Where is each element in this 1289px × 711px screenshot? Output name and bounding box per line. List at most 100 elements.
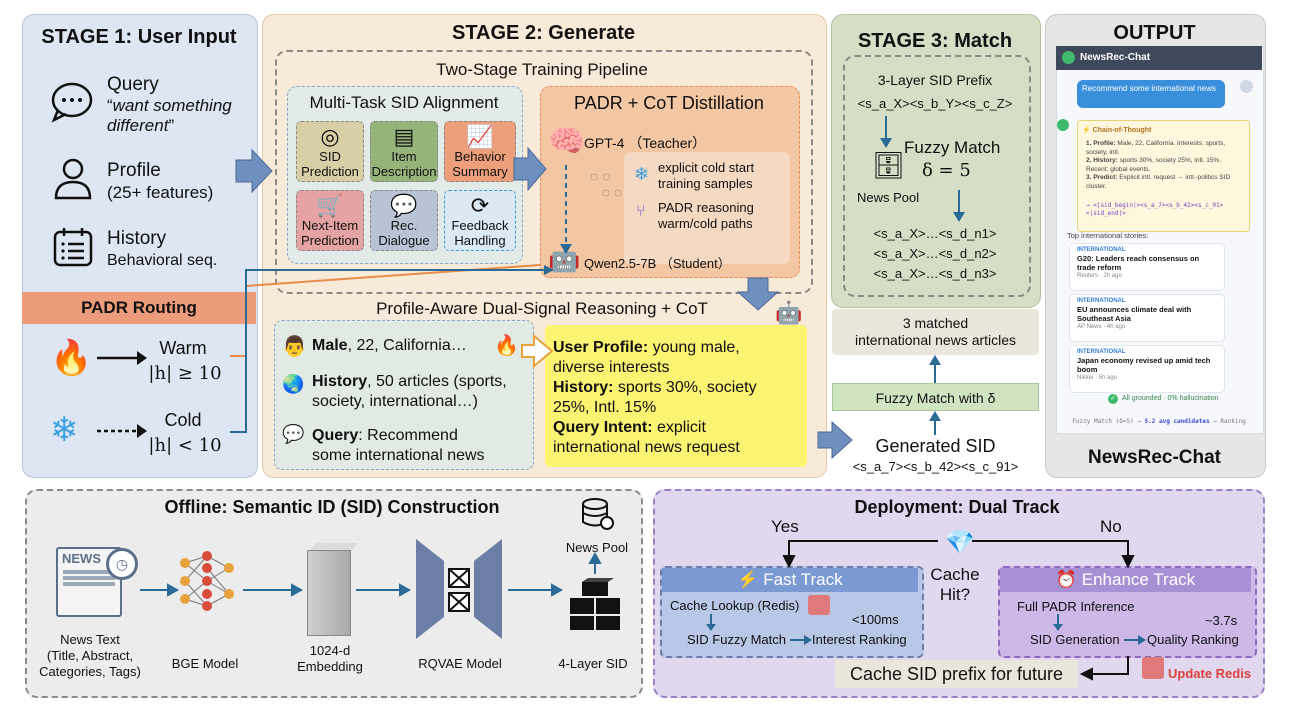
newspaper-masthead: NEWS bbox=[62, 551, 101, 566]
candidate-2: <s_a_X>…<s_d_n3> bbox=[873, 266, 997, 281]
bot-avatar bbox=[1057, 119, 1069, 131]
delta-value: δ = 5 bbox=[922, 160, 971, 181]
padr-routing-bar: PADR Routing bbox=[22, 292, 256, 324]
deploy-title: Deployment: Dual Track bbox=[854, 497, 1060, 517]
news-text-3: Categories, Tags) bbox=[39, 664, 141, 679]
enhance-track-header bbox=[1000, 568, 1251, 592]
cold-label: Cold bbox=[164, 410, 202, 430]
hist-bold: History bbox=[312, 373, 368, 390]
query-text-line2: different bbox=[107, 116, 169, 135]
cot-1: Male, 22, California. Interests: sports,… bbox=[1086, 140, 1226, 156]
up-arrow-1 bbox=[929, 355, 941, 383]
cold-samples-line2: training samples bbox=[658, 176, 753, 191]
query-text-line1: want something bbox=[112, 96, 232, 115]
profile-sub: (25+ features) bbox=[107, 183, 214, 202]
news-text-label: News Text(Title, Abstract,Categories, Ta… bbox=[25, 632, 155, 680]
task-tile-0-line1: SID bbox=[319, 149, 341, 164]
fast-rank: Interest Ranking bbox=[812, 632, 907, 647]
student-label: Qwen2.5-7B （Student） bbox=[584, 256, 731, 271]
history-rest-2: 25%, Intl. 15% bbox=[553, 399, 657, 416]
prefix-title: 3-Layer SID Prefix bbox=[877, 72, 993, 88]
cot-sid: → <|sid_begin|><s_a_7><s_b_42><s_c_91><|… bbox=[1086, 202, 1224, 217]
person-icon bbox=[54, 158, 92, 200]
history-label: History bbox=[107, 228, 167, 249]
robot-icon: 🤖 bbox=[548, 243, 581, 273]
fire-icon: 🔥 bbox=[50, 339, 93, 377]
bolt-icon: ⚡ bbox=[737, 570, 759, 589]
news-pool-label: News Pool bbox=[857, 190, 920, 205]
query-bold: Query bbox=[312, 427, 359, 444]
fast-lookup: Cache Lookup (Redis) bbox=[670, 598, 800, 613]
cache-prefix-label: Cache SID prefix for future bbox=[849, 664, 1064, 684]
warm-label: Warm bbox=[159, 338, 207, 358]
prefix-arrow bbox=[880, 116, 892, 148]
redis-update-icon bbox=[1142, 657, 1164, 679]
stage3-panel bbox=[831, 14, 1041, 308]
task-tile-1-line2: Description bbox=[371, 164, 437, 179]
output-footer: Fuzzy Match (δ=5) → 5.2 avg candidates →… bbox=[1056, 418, 1262, 425]
grounded-label: All grounded · 0% hallucination bbox=[1122, 395, 1219, 402]
database-icon: 🗄 bbox=[872, 150, 906, 180]
warm-arrow bbox=[97, 351, 147, 365]
embedding-block bbox=[307, 550, 351, 636]
enhance-track-title: ⏰ Enhance Track bbox=[1000, 570, 1251, 590]
fast-right-arrow bbox=[790, 635, 812, 645]
snowflake-icon: ❄ bbox=[50, 411, 79, 449]
story-card-2[interactable]: INTERNATIONAL Japan economy revised up a… bbox=[1069, 345, 1225, 393]
cot-3: Explicit intl. request → intl.-politics … bbox=[1086, 174, 1231, 190]
cot-2-bold: 2. History: bbox=[1086, 157, 1118, 165]
footer-a: Fuzzy Match (δ=5) → bbox=[1072, 418, 1145, 425]
teacher-label: GPT-4 （Teacher） bbox=[584, 135, 707, 151]
enh-rank: Quality Ranking bbox=[1147, 632, 1239, 647]
fast-track-header bbox=[662, 568, 918, 592]
enh-right-arrow bbox=[1124, 635, 1146, 645]
task-tile-0-line2: Prediction bbox=[301, 164, 359, 179]
query-label: Query bbox=[107, 74, 159, 95]
task-tile-3-line1: Next-Item bbox=[301, 218, 359, 233]
enh-time: ~3.7s bbox=[1205, 613, 1238, 628]
candidate-0: <s_a_X>…<s_d_n1> bbox=[873, 226, 997, 241]
task-tile-3-line2: Prediction bbox=[301, 233, 359, 248]
database-pool-icon bbox=[582, 498, 614, 530]
task-tile-2-line2: Summary bbox=[452, 164, 508, 179]
fast-time: <100ms bbox=[852, 612, 899, 627]
story-card-1[interactable]: INTERNATIONAL EU announces climate deal … bbox=[1069, 294, 1225, 342]
cold-condition: |h| < 10 bbox=[148, 435, 222, 456]
news-pool-offline-label: News Pool bbox=[565, 540, 629, 555]
story-2-headline: Japan economy revised up amid tech boom bbox=[1077, 356, 1211, 374]
story-0-category: INTERNATIONAL bbox=[1077, 247, 1126, 253]
query-rest-1: : Recommend bbox=[358, 427, 458, 444]
male-rest: , 22, California… bbox=[347, 337, 467, 354]
warm-condition: |h| ≥ 10 bbox=[148, 363, 222, 384]
news-text-1: News Text bbox=[60, 632, 120, 647]
stage1-panel bbox=[22, 14, 258, 478]
cot-3-bold: 3. Predict: bbox=[1086, 174, 1118, 182]
matched-line2: international news articles bbox=[854, 332, 1017, 348]
cache-hit-1: Cache bbox=[930, 565, 980, 584]
story-card-0[interactable]: INTERNATIONAL G20: Leaders reach consens… bbox=[1069, 243, 1225, 291]
training-pipeline-title: Two-Stage Training Pipeline bbox=[436, 60, 648, 79]
mtsa-title: Multi-Task SID Alignment bbox=[309, 93, 499, 112]
enh-inference: Full PADR Inference bbox=[1017, 599, 1135, 614]
chat-bubble-icon bbox=[51, 82, 93, 123]
history-sub: Behavioral seq. bbox=[107, 252, 218, 269]
app-logo-icon bbox=[1062, 51, 1075, 64]
story-0-headline: G20: Leaders reach consensus on trade re… bbox=[1077, 254, 1200, 272]
snowflake-small-icon: ❄ bbox=[634, 164, 650, 184]
chart-icon: 📈 bbox=[466, 124, 494, 149]
cold-arrow bbox=[97, 424, 147, 438]
speech-icon: 💬 bbox=[282, 424, 305, 444]
history-bold: History: bbox=[553, 379, 614, 396]
top-stories-label: Top international stories: bbox=[1067, 231, 1149, 240]
up-arrow-2 bbox=[929, 411, 941, 435]
stage3-dashed bbox=[843, 55, 1031, 297]
newspaper-icon: NEWS bbox=[56, 547, 122, 617]
target-icon: ◎ bbox=[320, 124, 340, 149]
